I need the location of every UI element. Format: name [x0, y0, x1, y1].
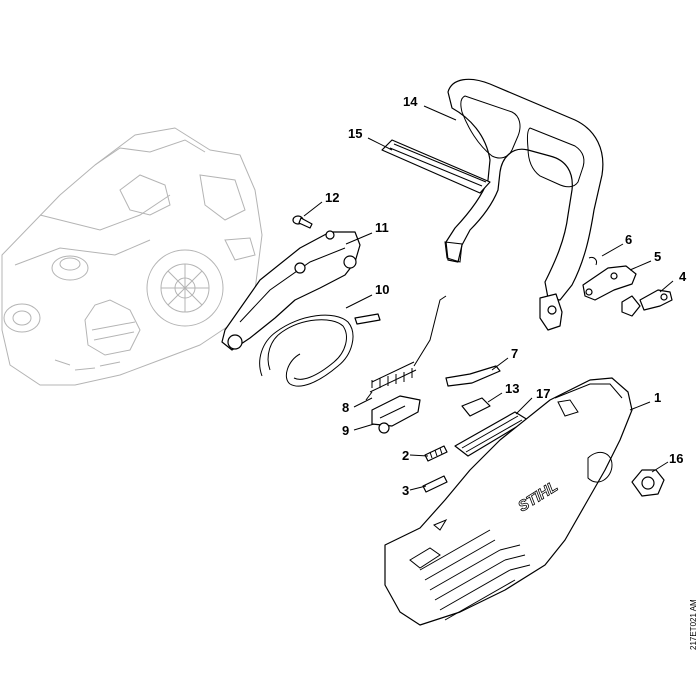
pin-part: [422, 475, 448, 493]
spring-holder-part: [371, 395, 421, 434]
screw-part: [292, 215, 313, 229]
spring-washer-part: [588, 257, 597, 266]
callout-2: 2: [402, 448, 409, 463]
callout-12: 12: [325, 190, 339, 205]
sprocket-cover-part: STIHL: [384, 377, 633, 626]
callout-17: 17: [536, 386, 550, 401]
callout-labels: 1 2 3 4 5 6 7 8 9 10 11 12 13 14 15 16 1…: [325, 94, 687, 498]
collar-nut-part: [631, 469, 665, 497]
callout-14: 14: [403, 94, 418, 109]
callout-8: 8: [342, 400, 349, 415]
callout-11: 11: [375, 220, 389, 235]
callout-3: 3: [402, 483, 409, 498]
callout-13: 13: [505, 381, 519, 396]
hand-guard-part: [444, 78, 604, 331]
lever-part: [582, 265, 637, 301]
leaf-spring-part: [445, 365, 501, 387]
brake-band-part: [259, 313, 381, 387]
reference-code: 217ET021 AM: [689, 599, 698, 650]
callout-4: 4: [679, 269, 687, 284]
shoulder-screw-part: [621, 289, 673, 317]
callout-1: 1: [654, 390, 661, 405]
leader-lines: [303, 105, 674, 491]
brake-bracket-part: [221, 230, 361, 351]
engine-housing-ghost: [1, 127, 263, 386]
slide-part: [461, 397, 491, 417]
callout-6: 6: [625, 232, 632, 247]
callout-16: 16: [669, 451, 683, 466]
collar-stud-part: [424, 445, 448, 462]
callout-9: 9: [342, 423, 349, 438]
grip-plate-part: [381, 139, 491, 194]
callout-10: 10: [375, 282, 389, 297]
callout-5: 5: [654, 249, 661, 264]
tension-spring-part: [365, 295, 447, 401]
callout-15: 15: [348, 126, 362, 141]
callout-7: 7: [511, 346, 518, 361]
